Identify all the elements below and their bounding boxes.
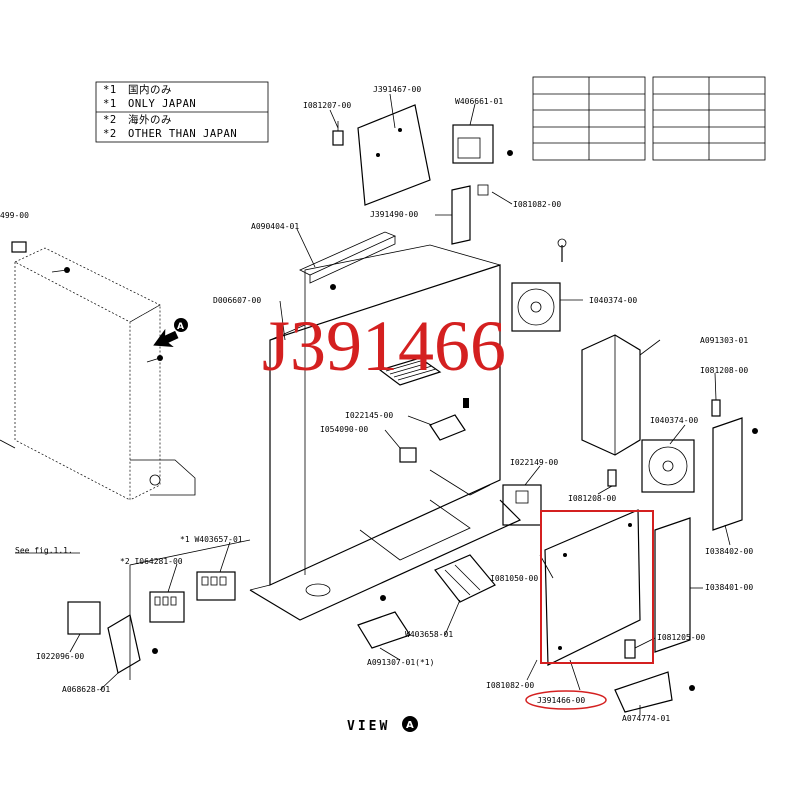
empty-table-right bbox=[652, 76, 766, 161]
leader-lines bbox=[15, 93, 731, 715]
view-marker: A bbox=[406, 720, 414, 731]
label-a074774: A074774-01 bbox=[622, 714, 670, 723]
label-a091307: A091307-01(*1) bbox=[367, 658, 434, 667]
label-j391490: J391490-00 bbox=[370, 210, 418, 219]
part-labels: J391467-00 I081207-00 W406661-01 I081082… bbox=[0, 85, 753, 723]
label-w403658: W403658-01 bbox=[405, 630, 453, 639]
note-mark-1: *1 bbox=[103, 84, 117, 96]
label-i081082-bot: I081082-00 bbox=[486, 681, 534, 690]
label-i038401: I038401-00 bbox=[705, 583, 753, 592]
label-i081082-top: I081082-00 bbox=[513, 200, 561, 209]
vent-grille bbox=[378, 357, 442, 386]
standoff-i081208-a bbox=[711, 399, 721, 417]
panel-i038402 bbox=[712, 417, 743, 531]
highlight-box bbox=[540, 510, 654, 664]
label-i081208-b: I081208-00 bbox=[568, 494, 616, 503]
label-i081207: I081207-00 bbox=[303, 101, 351, 110]
label-a068628: A068628-01 bbox=[62, 685, 110, 694]
note-jp-overseas: 海外のみ bbox=[128, 113, 172, 126]
note-mark-2b: *2 bbox=[103, 128, 117, 140]
terminal-w403657 bbox=[196, 571, 236, 601]
left-clip-icon bbox=[11, 241, 27, 253]
label-a090404: A090404-01 bbox=[251, 222, 299, 231]
arrow-marker-letter: A bbox=[177, 322, 184, 332]
label-j391466: J391466-00 bbox=[537, 696, 585, 705]
relay-i022149 bbox=[502, 484, 542, 526]
board-j391466 bbox=[544, 509, 641, 666]
transformer-w406661 bbox=[452, 124, 513, 164]
terminal-w403658 bbox=[434, 554, 496, 603]
label-w406661: W406661-01 bbox=[455, 97, 503, 106]
label-i040374-a: I040374-00 bbox=[589, 296, 637, 305]
label-i081050: I081050-00 bbox=[490, 574, 538, 583]
fan-i040374-a bbox=[511, 238, 567, 332]
label-i081205: I081205-00 bbox=[657, 633, 705, 642]
see-fig-link: See fig.1.1. bbox=[15, 546, 73, 555]
note-jp-only: 国内のみ bbox=[128, 83, 172, 96]
label-a091303: A091303-01 bbox=[700, 336, 748, 345]
standoff-i081208-b bbox=[607, 469, 617, 487]
relay-i022145 bbox=[429, 398, 469, 441]
view-caption: VIEW A bbox=[347, 716, 418, 734]
part-i054090 bbox=[399, 447, 417, 463]
label-i040374-b: I040374-00 bbox=[650, 416, 698, 425]
panel-i038401 bbox=[654, 517, 691, 653]
label-i038402: I038402-00 bbox=[705, 547, 753, 556]
notes-box: *1 国内のみ *1 ONLY JAPAN *2 海外のみ *2 OTHER T… bbox=[95, 81, 269, 143]
view-arrow-marker: A bbox=[153, 318, 188, 347]
note-mark-2: *2 bbox=[103, 114, 117, 126]
fan-i040374-b bbox=[641, 439, 695, 493]
cover-a068628 bbox=[107, 614, 158, 674]
label-i081208-a: I081208-00 bbox=[700, 366, 748, 375]
standoff-i081207 bbox=[332, 121, 344, 146]
label-w403657: *1 W403657-01 bbox=[180, 535, 243, 544]
note-other-than-japan: OTHER THAN JAPAN bbox=[128, 128, 237, 140]
label-d006607: D006607-00 bbox=[213, 296, 261, 305]
note-mark-1b: *1 bbox=[103, 98, 117, 110]
label-i022096: I022096-00 bbox=[36, 652, 84, 661]
main-chassis bbox=[249, 244, 522, 621]
standoff-i081205 bbox=[624, 639, 636, 659]
highlight-ellipse bbox=[525, 690, 607, 710]
note-only-japan: ONLY JAPAN bbox=[128, 98, 196, 110]
bracket-a091307 bbox=[357, 595, 411, 649]
label-499: 499-00 bbox=[0, 211, 29, 220]
left-side-panel bbox=[0, 241, 196, 501]
label-i064281: *2 I064281-00 bbox=[120, 557, 183, 566]
highlight-part-number: J391466 bbox=[262, 306, 506, 386]
label-i022149: I022149-00 bbox=[510, 458, 558, 467]
view-label: VIEW bbox=[347, 719, 390, 734]
bracket-a090404 bbox=[299, 231, 397, 290]
board-j391490 bbox=[451, 184, 489, 245]
terminal-i064281 bbox=[149, 591, 185, 623]
empty-table-left bbox=[532, 76, 646, 161]
label-i022145: I022145-00 bbox=[345, 411, 393, 420]
board-j391467 bbox=[357, 104, 431, 206]
label-i054090: I054090-00 bbox=[320, 425, 368, 434]
cover-a091303 bbox=[581, 334, 641, 456]
label-j391467: J391467-00 bbox=[373, 85, 421, 94]
cover-a074774 bbox=[614, 671, 673, 713]
module-i022096 bbox=[67, 601, 101, 635]
